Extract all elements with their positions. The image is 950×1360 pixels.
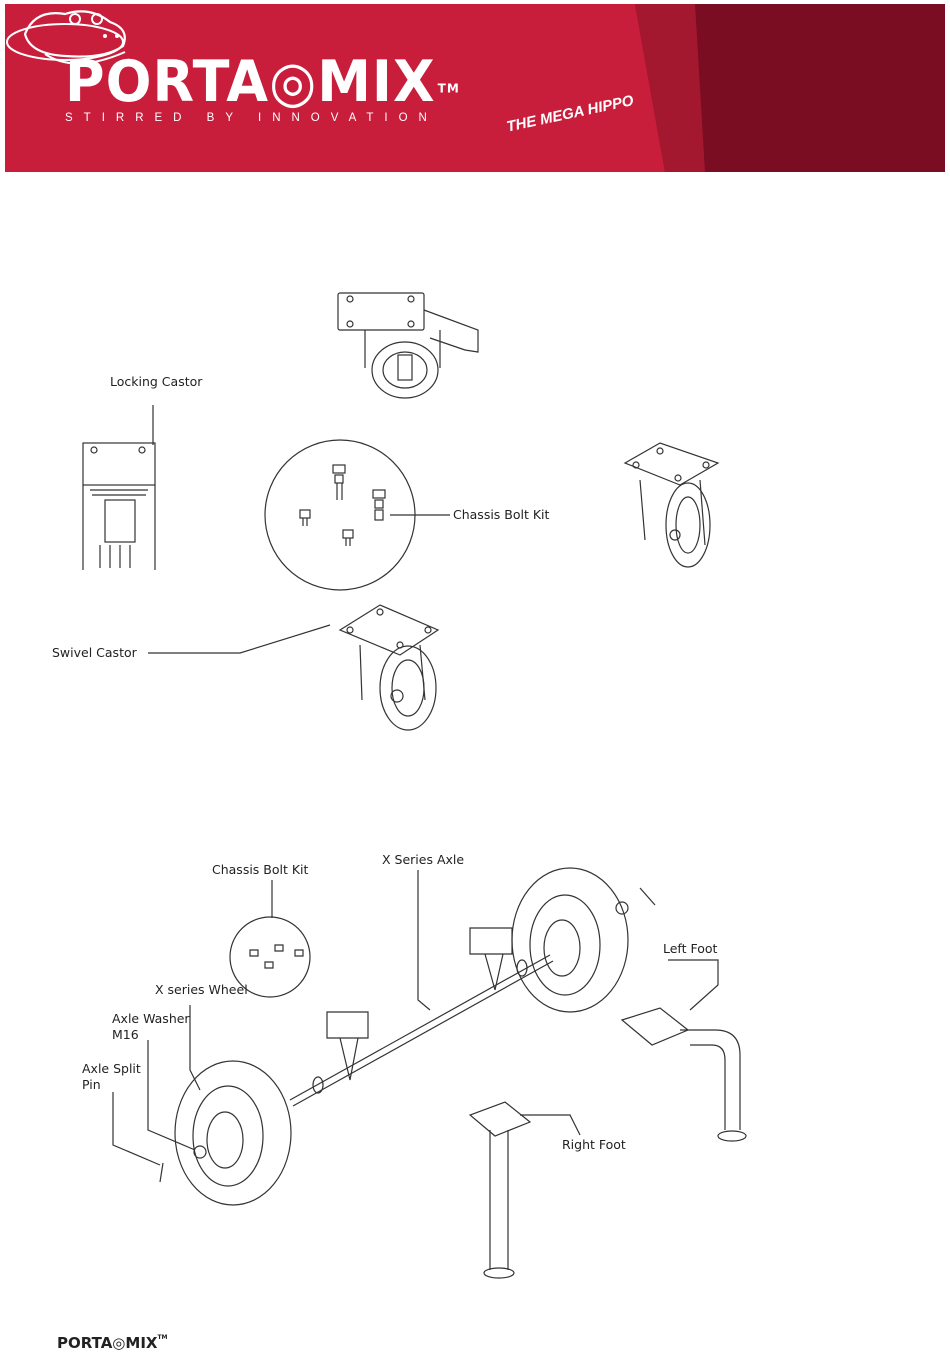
label-chassis-bolt-kit-top: Chassis Bolt Kit [453,507,549,523]
label-right-foot: Right Foot [562,1137,626,1153]
label-axle-washer: Axle Washer [112,1011,190,1027]
footer-logo: PORTA◎MIXTM [57,1334,168,1352]
axle-assembly-drawing [113,868,746,1278]
footer-trademark: TM [157,1334,167,1341]
label-axle-washer-size: M16 [112,1027,139,1043]
fixed-castor-drawing [625,443,718,567]
label-axle-split-pin-line1: Axle Split [82,1061,141,1077]
footer-brand-name: PORTA◎MIX [57,1334,157,1352]
label-axle-split-pin-line2: Pin [82,1077,101,1093]
label-locking-castor: Locking Castor [110,374,202,390]
label-x-series-axle: X Series Axle [382,852,464,868]
label-swivel-castor: Swivel Castor [52,645,137,661]
locking-castor-side-drawing [83,405,155,570]
label-x-series-wheel: X series Wheel [155,982,248,998]
swivel-castor-drawing [148,605,438,730]
locking-castor-top-drawing [338,293,478,398]
label-left-foot: Left Foot [663,941,717,957]
label-chassis-bolt-kit-bottom: Chassis Bolt Kit [212,862,308,878]
chassis-bolt-kit-top-drawing [265,440,450,590]
